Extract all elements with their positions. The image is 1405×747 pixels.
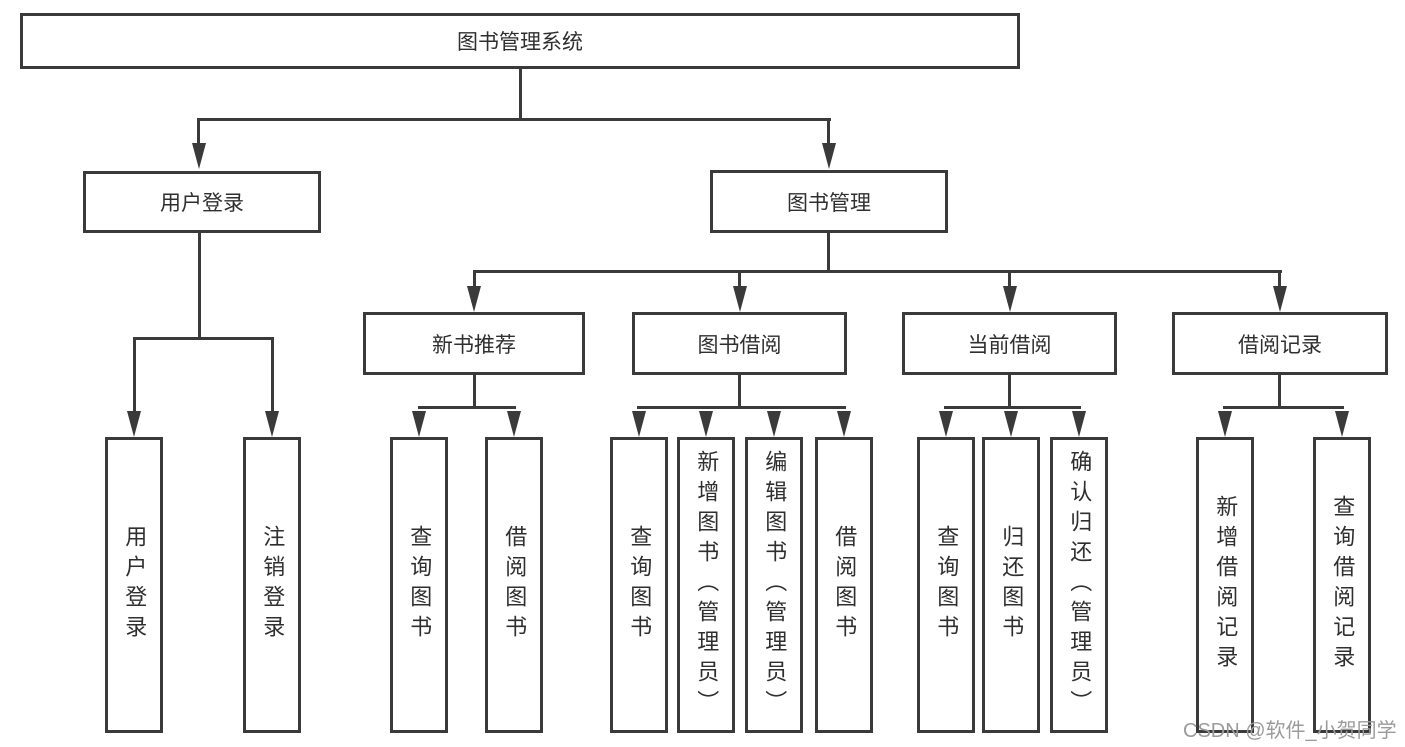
- node-current-borrow: 当前借阅: [902, 312, 1117, 375]
- csdn-watermark: CSDN @软件_小贺同学: [1183, 720, 1397, 742]
- connector-line: [418, 406, 516, 409]
- arrow-down-icon: [837, 411, 851, 437]
- arrow-down-icon: [939, 411, 953, 437]
- node-root: 图书管理系统: [20, 13, 1020, 69]
- connector-line: [738, 375, 741, 409]
- arrow-down-icon: [467, 286, 481, 312]
- leaf-label: 编辑图书（管理员）: [762, 450, 788, 720]
- arrow-down-icon: [507, 411, 521, 437]
- arrow-down-icon: [632, 411, 646, 437]
- node-root-label: 图书管理系统: [457, 31, 583, 54]
- arrow-down-icon: [1273, 286, 1287, 312]
- arrow-down-icon: [822, 143, 836, 169]
- leaf-label: 用户登录: [122, 525, 148, 645]
- arrow-down-icon: [1004, 411, 1018, 437]
- leaf-label: 归还图书: [999, 525, 1025, 645]
- node-borrow-records-label: 借阅记录: [1238, 333, 1322, 357]
- leaf-label: 查询图书: [934, 525, 960, 645]
- connector-line: [827, 118, 830, 146]
- arrow-down-icon: [1003, 286, 1017, 312]
- node-book-borrow: 图书借阅: [632, 312, 847, 375]
- connector-line: [271, 337, 274, 413]
- leaf-borrow-books-2: 借阅图书: [815, 437, 873, 733]
- arrow-down-icon: [699, 411, 713, 437]
- node-current-borrow-label: 当前借阅: [967, 333, 1052, 357]
- connector-line: [1008, 270, 1011, 290]
- leaf-label: 查询图书: [627, 525, 653, 645]
- connector-line: [827, 233, 830, 273]
- leaf-add-books-admin: 新增图书（管理员）: [677, 437, 735, 733]
- leaf-label: 新增借阅记录: [1213, 495, 1239, 675]
- connector-line: [197, 118, 831, 121]
- arrow-down-icon: [1335, 411, 1349, 437]
- leaf-add-borrow-record: 新增借阅记录: [1196, 437, 1254, 733]
- leaf-label: 确认归还（管理员）: [1067, 450, 1093, 720]
- connector-line: [1278, 270, 1281, 290]
- node-book-borrow-label: 图书借阅: [697, 333, 782, 357]
- connector-line: [473, 375, 476, 409]
- leaf-logout: 注销登录: [243, 437, 301, 733]
- connector-line: [133, 337, 136, 413]
- leaf-query-books-3: 查询图书: [917, 437, 975, 733]
- connector-line: [1278, 375, 1281, 409]
- connector-line: [1008, 375, 1011, 409]
- node-borrow-records: 借阅记录: [1172, 312, 1388, 375]
- leaf-user-login: 用户登录: [105, 437, 163, 733]
- node-book-management-label: 图书管理: [787, 191, 871, 215]
- leaf-label: 新增图书（管理员）: [694, 450, 720, 720]
- leaf-return-books: 归还图书: [982, 437, 1040, 733]
- connector-line: [944, 406, 1081, 409]
- arrow-down-icon: [1218, 411, 1232, 437]
- arrow-down-icon: [265, 411, 279, 437]
- connector-line: [1223, 406, 1344, 409]
- arrow-down-icon: [192, 143, 206, 169]
- leaf-edit-books-admin: 编辑图书（管理员）: [745, 437, 803, 733]
- leaf-label: 查询图书: [407, 525, 433, 645]
- leaf-borrow-books-1: 借阅图书: [485, 437, 543, 733]
- leaf-label: 查询借阅记录: [1330, 495, 1356, 675]
- connector-line: [197, 118, 200, 146]
- connector-line: [519, 68, 522, 121]
- node-new-book-recommend-label: 新书推荐: [432, 333, 516, 357]
- leaf-label: 借阅图书: [502, 525, 528, 645]
- connector-line: [198, 233, 201, 340]
- arrow-down-icon: [733, 286, 747, 312]
- arrow-down-icon: [767, 411, 781, 437]
- node-user-login-label: 用户登录: [160, 192, 244, 215]
- arrow-down-icon: [412, 411, 426, 437]
- connector-line: [133, 337, 274, 340]
- connector-line: [637, 406, 846, 409]
- node-user-login: 用户登录: [83, 171, 321, 233]
- leaf-label: 注销登录: [260, 525, 286, 645]
- leaf-query-books-2: 查询图书: [610, 437, 668, 733]
- arrow-down-icon: [1072, 411, 1086, 437]
- leaf-query-books-1: 查询图书: [390, 437, 448, 733]
- leaf-query-borrow-record: 查询借阅记录: [1313, 437, 1371, 733]
- connector-line: [738, 270, 741, 290]
- connector-line: [473, 270, 476, 290]
- connector-line: [473, 270, 1282, 273]
- node-new-book-recommend: 新书推荐: [363, 312, 585, 375]
- arrow-down-icon: [127, 411, 141, 437]
- leaf-confirm-return-admin: 确认归还（管理员）: [1050, 437, 1108, 733]
- leaf-label: 借阅图书: [832, 525, 858, 645]
- node-book-management: 图书管理: [710, 170, 948, 233]
